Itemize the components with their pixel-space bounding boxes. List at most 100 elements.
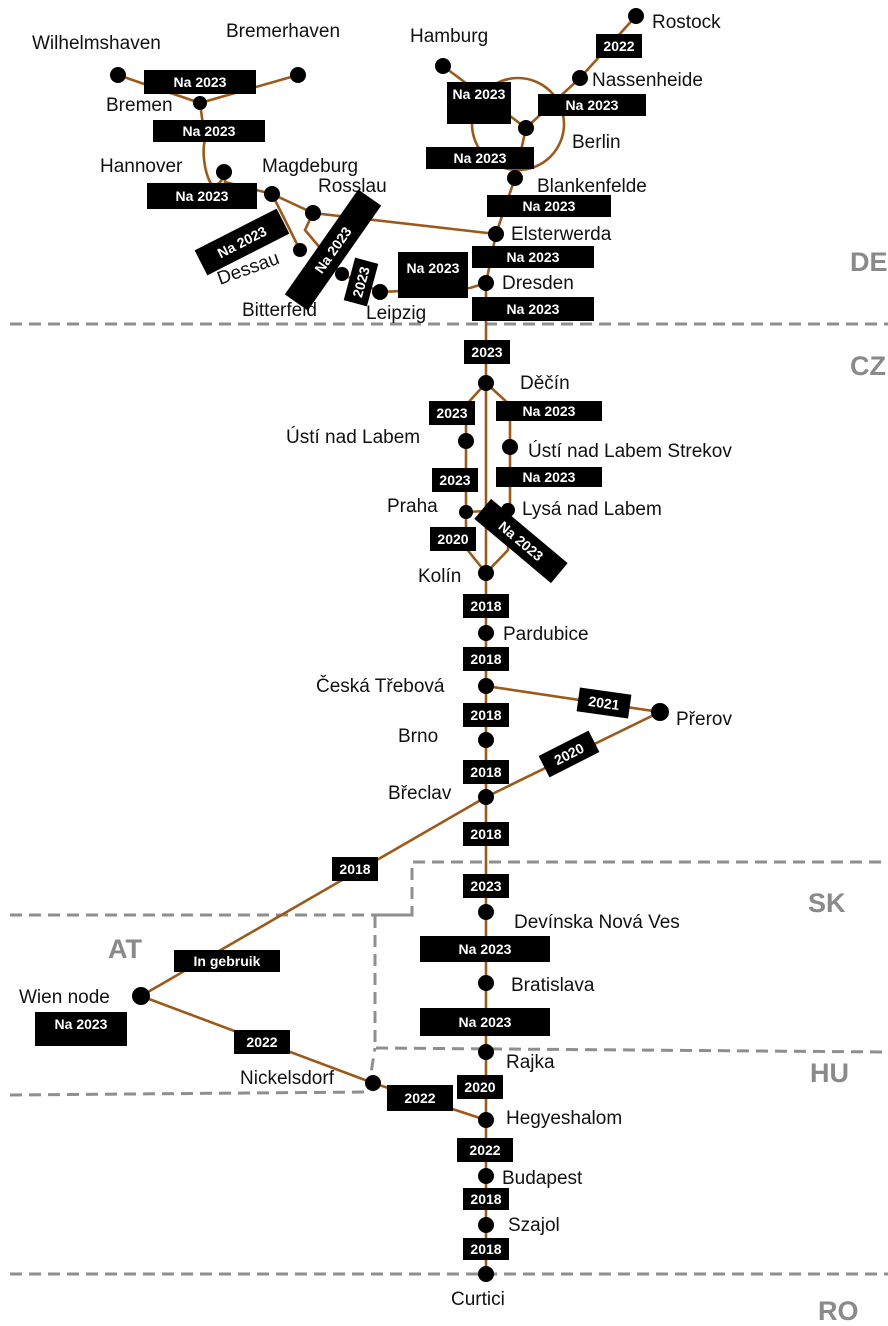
station-node-bremerhaven <box>290 67 306 83</box>
tag-decin-strekov: Na 2023 <box>496 401 602 421</box>
tag-border-devinska: 2023 <box>463 874 509 898</box>
svg-text:Na 2023: Na 2023 <box>523 198 576 214</box>
station-node-bremen <box>193 96 207 110</box>
city-label-praha: Praha <box>387 496 438 517</box>
tag-nickelsdorf-hegyeshalom: 2022 <box>387 1085 453 1111</box>
country-label-at: AT <box>108 934 142 964</box>
city-label-berlin: Berlin <box>572 132 621 153</box>
city-label-hannover: Hannover <box>100 156 183 177</box>
svg-text:In gebruik: In gebruik <box>194 953 261 969</box>
station-node-bitterfeld <box>335 267 349 281</box>
city-label-hamburg: Hamburg <box>410 26 488 47</box>
station-node-decin <box>478 375 494 391</box>
tag-prerov-breclav: 2020 <box>538 730 600 778</box>
border-cz-sk <box>10 860 888 917</box>
station-node-nickelsdorf <box>365 1075 381 1091</box>
svg-text:Na 2023: Na 2023 <box>523 403 576 419</box>
tag-bremen-hannover: Na 2023 <box>153 120 265 142</box>
svg-text:2020: 2020 <box>464 1079 495 1095</box>
station-node-breclav <box>478 789 494 805</box>
city-label-bitterfeld: Bitterfeld <box>242 300 317 321</box>
tag-bitterfeld-leipzig: 2023 <box>343 257 379 307</box>
station-node-rajka <box>478 1044 494 1060</box>
svg-text:2022: 2022 <box>469 1142 500 1158</box>
country-label-de: DE <box>850 247 888 277</box>
city-label-elsterwerda: Elsterwerda <box>511 224 612 245</box>
tag-wien-in-use: In gebruik <box>174 950 280 972</box>
station-node-dessau <box>293 243 307 257</box>
country-labels: DE CZ SK AT HU RO <box>108 247 888 1326</box>
svg-text:Na 2023: Na 2023 <box>507 301 560 317</box>
tag-strekov-lysa: Na 2023 <box>496 467 602 487</box>
station-node-devinska <box>478 904 494 920</box>
station-node-pardubice <box>478 625 494 641</box>
svg-text:2018: 2018 <box>339 861 370 877</box>
city-labels: Rostock Hamburg Nassenheide Berlin Blank… <box>19 12 732 1310</box>
route-trebova-prerov <box>485 684 661 714</box>
tag-kolin-pardubice: 2018 <box>463 594 509 618</box>
city-label-dresden: Dresden <box>502 273 574 294</box>
tag-leipzig-dresden: Na 2023 <box>398 252 468 298</box>
country-label-cz: CZ <box>850 351 886 381</box>
city-label-magdeburg: Magdeburg <box>262 156 358 177</box>
svg-text:Na 2023: Na 2023 <box>174 74 227 90</box>
city-label-wilhelmshaven: Wilhelmshaven <box>32 33 161 54</box>
tag-szajol-curtici: 2018 <box>463 1238 509 1260</box>
station-node-budapest <box>478 1168 494 1184</box>
svg-text:Na 2023: Na 2023 <box>566 97 619 113</box>
city-label-szajol: Szajol <box>508 1215 560 1236</box>
station-node-usti <box>458 433 474 449</box>
station-node-wien <box>132 987 150 1005</box>
station-node-rosslau <box>305 205 321 221</box>
tag-brno-breclav: 2018 <box>463 760 509 784</box>
city-label-hegyeshalom: Hegyeshalom <box>506 1108 622 1129</box>
route-magdeburg-dessau <box>270 193 302 251</box>
tag-border-decin: 2023 <box>464 340 510 364</box>
country-label-sk: SK <box>808 888 846 918</box>
station-node-leipzig <box>372 284 388 300</box>
svg-text:Na 2023: Na 2023 <box>55 1016 108 1032</box>
svg-text:Na 2023: Na 2023 <box>454 150 507 166</box>
station-node-praha <box>459 505 473 519</box>
station-node-dresden <box>478 275 494 291</box>
city-label-usti: Ústí nad Labem <box>286 426 420 448</box>
svg-text:2023: 2023 <box>470 878 501 894</box>
tag-dresden-border: Na 2023 <box>472 297 594 321</box>
station-node-ceska-trebova <box>478 678 494 694</box>
svg-text:Na 2023: Na 2023 <box>523 469 576 485</box>
tag-blankenfelde-elsterwerda: Na 2023 <box>487 195 611 217</box>
station-node-szajol <box>478 1217 494 1233</box>
svg-text:2018: 2018 <box>470 764 501 780</box>
station-node-curtici <box>478 1266 494 1282</box>
city-label-rostock: Rostock <box>652 12 721 33</box>
svg-text:Na 2023: Na 2023 <box>459 1014 512 1030</box>
station-node-hamburg <box>435 58 451 74</box>
city-label-pardubice: Pardubice <box>503 624 589 645</box>
city-label-lysa: Lysá nad Labem <box>522 499 662 520</box>
svg-text:Na 2023: Na 2023 <box>176 188 229 204</box>
city-label-bremerhaven: Bremerhaven <box>226 21 340 42</box>
tag-budapest-szajol: 2018 <box>463 1188 509 1210</box>
tag-wilhelmshaven-bremerhaven: Na 2023 <box>144 70 256 94</box>
city-label-rajka: Rajka <box>506 1052 555 1073</box>
border-at-sk <box>373 913 888 1054</box>
tag-praha-kolin: 2020 <box>430 527 476 551</box>
tag-devinska-bratislava: Na 2023 <box>420 936 550 962</box>
city-label-devinska: Devínska Nová Ves <box>514 912 680 933</box>
city-label-nassenheide: Nassenheide <box>592 70 703 91</box>
city-label-brno: Brno <box>398 726 438 747</box>
svg-text:2020: 2020 <box>437 531 468 547</box>
svg-text:2018: 2018 <box>470 1241 501 1257</box>
tag-usti-praha: 2023 <box>432 468 478 492</box>
tag-rajka-hegyeshalom: 2020 <box>457 1075 503 1099</box>
segment-tags: 2022 Na 2023 Na 2023 Na 2023 Na 2023 Na … <box>35 34 646 1260</box>
svg-text:2021: 2021 <box>587 693 620 713</box>
tag-hamburg-berlin: Na 2023 <box>447 82 511 124</box>
svg-text:2018: 2018 <box>470 651 501 667</box>
svg-text:2023: 2023 <box>471 344 502 360</box>
station-node-hannover <box>216 164 232 180</box>
svg-text:Na 2023: Na 2023 <box>459 941 512 957</box>
station-node-usti-strekov <box>502 439 518 455</box>
city-label-breclav: Břeclav <box>388 783 452 804</box>
